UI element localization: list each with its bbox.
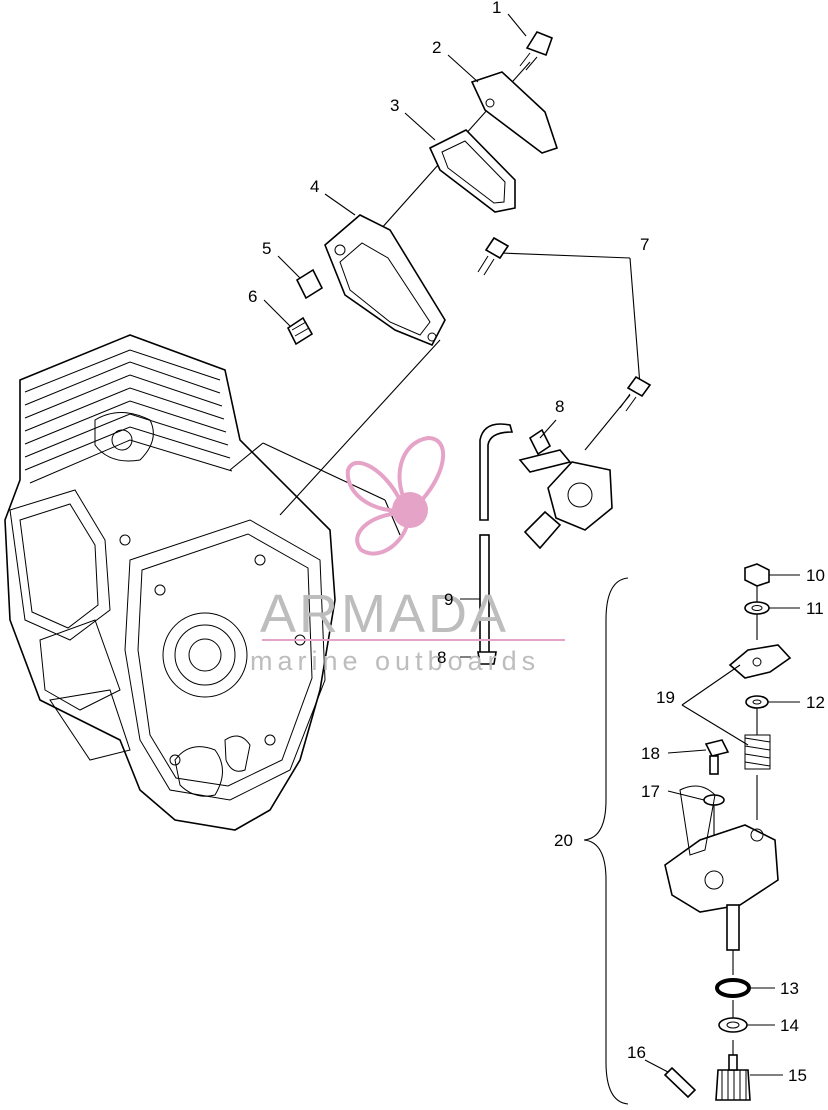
propeller-logo <box>345 435 445 556</box>
bushing-part-14 <box>718 1017 748 1033</box>
callout-18: 18 <box>641 744 660 763</box>
callout-10: 10 <box>806 566 825 585</box>
callout-5: 5 <box>262 239 271 258</box>
washer-part-12 <box>745 695 769 709</box>
o-ring-part-13 <box>715 978 751 998</box>
bolt-part-1 <box>519 31 554 71</box>
callout-7: 7 <box>640 235 649 254</box>
fuel-pump <box>518 449 613 550</box>
nut-part-10 <box>744 563 770 587</box>
callout-9: 9 <box>444 590 453 609</box>
callout-2: 2 <box>432 38 441 57</box>
watermark-brand: ARMADA <box>260 584 509 644</box>
clamp-part-8-lower <box>477 651 497 665</box>
gasket-part-3 <box>428 129 516 213</box>
clamp-part-8-upper <box>528 428 552 456</box>
bolt-part-7-lower <box>619 375 652 412</box>
housing-part-4 <box>324 214 446 347</box>
lever-part-19 <box>728 644 792 679</box>
engine-block <box>4 334 336 831</box>
watermark-tagline: marine outboards <box>250 646 540 676</box>
bolt-part-18 <box>704 739 730 775</box>
callout-8-upper: 8 <box>555 397 564 416</box>
callout-15: 15 <box>788 1066 807 1085</box>
spring-part-19 <box>744 734 771 770</box>
callout-4: 4 <box>310 177 319 196</box>
assembly-brace <box>583 577 629 1105</box>
washer-part-11 <box>744 601 770 615</box>
callout-17: 17 <box>641 782 660 801</box>
callout-14: 14 <box>780 1016 799 1035</box>
callout-3: 3 <box>390 96 399 115</box>
callout-16: 16 <box>627 1043 646 1062</box>
callout-leaders <box>263 13 800 1076</box>
callout-8-lower: 8 <box>437 648 446 667</box>
cover-plate-part-2 <box>470 71 559 154</box>
watermark: ARMADA marine outboards <box>250 435 565 676</box>
oil-pump-body <box>664 785 779 951</box>
callout-20: 20 <box>554 831 573 850</box>
bolt-part-7-upper <box>477 236 510 276</box>
callout-12: 12 <box>806 693 825 712</box>
fitting-part-6 <box>286 316 314 346</box>
callout-11: 11 <box>806 599 824 618</box>
callout-19: 19 <box>656 688 675 707</box>
callout-labels: 1 2 3 4 5 6 7 8 9 8 10 11 19 12 18 17 20… <box>248 0 825 1085</box>
pin-part-16 <box>663 1066 697 1099</box>
gear-part-15 <box>715 1054 751 1101</box>
fitting-part-5 <box>295 268 324 300</box>
callout-13: 13 <box>780 979 799 998</box>
callout-1: 1 <box>492 0 501 17</box>
callout-6: 6 <box>248 287 257 306</box>
